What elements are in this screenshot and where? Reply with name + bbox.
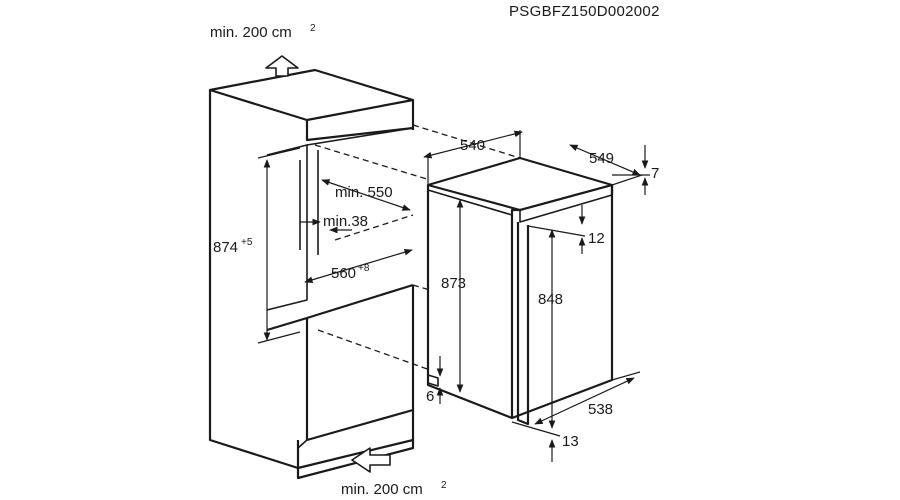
- vent-bottom-label: min. 200 cm: [341, 481, 423, 498]
- niche-height-label: 874: [213, 239, 238, 256]
- vent-bottom-sup: 2: [441, 480, 447, 491]
- door-offset-label: 12: [588, 230, 605, 247]
- top-offset-label: 7: [651, 165, 659, 182]
- appliance-dimensions: [423, 130, 650, 462]
- door-height-label: 848: [538, 291, 563, 308]
- bottom-gap-label: 6: [426, 388, 434, 405]
- min-depth-label: min. 550: [335, 184, 393, 201]
- vent-top-sup: 2: [310, 23, 316, 34]
- appliance-depth-label: 549: [589, 150, 614, 167]
- niche-width-sup: +8: [358, 263, 370, 274]
- projection-lines: [314, 124, 521, 371]
- appliance-height-label: 873: [441, 275, 466, 292]
- vent-bottom-arrow: [351, 447, 391, 473]
- product-code: PSGBFZ150D002002: [509, 3, 660, 20]
- appliance-width-label: 540: [460, 137, 485, 154]
- vent-top-arrow: [265, 55, 299, 77]
- vent-top-label: min. 200 cm: [210, 24, 292, 41]
- cabinet: [208, 68, 415, 480]
- door-bottom-label: 13: [562, 433, 579, 450]
- niche-width-label: 560: [331, 265, 356, 282]
- niche-height-sup: +5: [241, 237, 253, 248]
- niche-dimensions: [300, 179, 413, 284]
- min-gap-label: min.38: [323, 213, 368, 230]
- door-depth-label: 538: [588, 401, 613, 418]
